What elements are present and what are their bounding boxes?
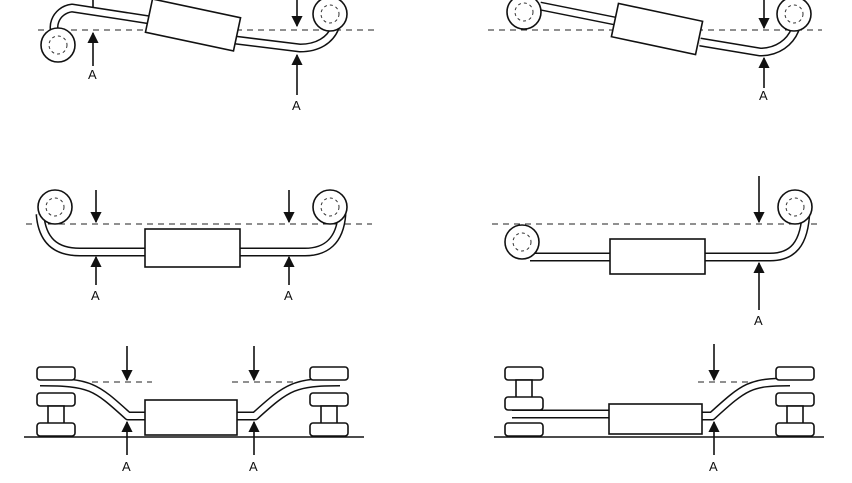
panel-middle-left: A A	[26, 189, 372, 303]
pipe-inner	[39, 379, 341, 419]
muffler	[609, 238, 706, 275]
pipe-inner	[512, 379, 791, 419]
rubber-mount-left	[36, 366, 76, 437]
muffler	[144, 0, 242, 52]
dimension-label: A	[754, 313, 763, 328]
hanger-right	[312, 0, 348, 32]
hanger-left	[504, 224, 540, 260]
muffler	[610, 2, 704, 56]
pipe-inner	[37, 213, 345, 255]
muffler	[144, 399, 238, 436]
panel-bottom-right: A	[494, 344, 824, 474]
muffler	[144, 228, 241, 268]
hanger-left	[37, 189, 73, 225]
rubber-mount-right	[775, 366, 815, 437]
dimension-label: A	[292, 98, 301, 113]
dimension-label: A	[249, 459, 258, 474]
panel-top-left: A A	[38, 0, 376, 113]
hanger-left	[506, 0, 542, 30]
hanger-right	[312, 189, 348, 225]
dimension-label: A	[284, 288, 293, 303]
dimension-label: A	[709, 459, 718, 474]
rubber-mount-right	[309, 366, 349, 437]
panel-bottom-left: A A	[24, 346, 364, 474]
hanger-right	[777, 189, 813, 225]
muffler	[608, 403, 703, 435]
panel-top-right: A	[488, 0, 822, 103]
hanger-right	[776, 0, 812, 32]
rubber-mount-left	[504, 366, 544, 437]
dimension-label: A	[88, 67, 97, 82]
panel-middle-right: A	[492, 176, 822, 328]
hanger-left	[40, 27, 76, 63]
dimension-label: A	[122, 459, 131, 474]
dimension-label: A	[759, 88, 768, 103]
dimension-label: A	[91, 288, 100, 303]
